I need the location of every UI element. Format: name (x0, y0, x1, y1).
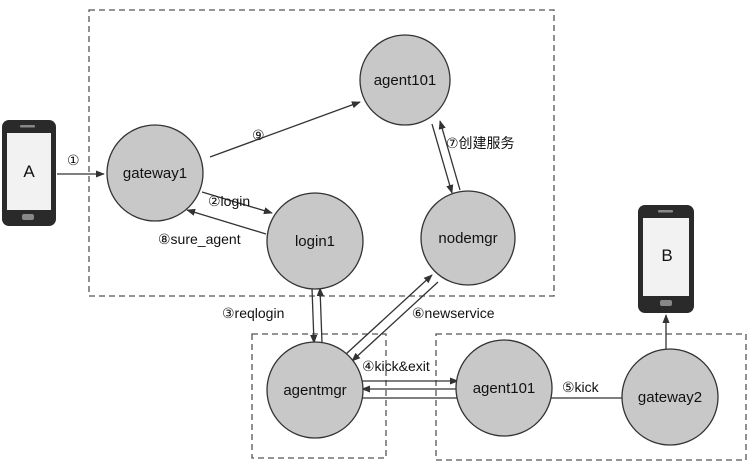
node-agent101-bottom-label: agent101 (473, 380, 536, 397)
edge-label-5: ⑤kick (562, 379, 600, 395)
edge-agentmgr-to-login1 (316, 287, 324, 344)
node-gateway1: gateway1 (106, 124, 204, 222)
edge-label-1: ① (67, 152, 80, 168)
node-agentmgr-label: agentmgr (283, 382, 346, 399)
node-agent101-top-label: agent101 (374, 72, 437, 89)
edge-agentmgr-to-nodemgr (345, 274, 433, 355)
group-box-gateway2 (435, 333, 747, 461)
edge-gateway1-to-login1 (201, 191, 273, 215)
edge-gateway1-to-agent101 (209, 101, 361, 158)
node-login1: login1 (266, 192, 364, 290)
phone-b-label: B (661, 246, 672, 265)
node-agentmgr: agentmgr (266, 341, 364, 439)
node-gateway1-label: gateway1 (123, 165, 187, 182)
group-box-agentmgr (251, 333, 387, 459)
edge-label-6: ⑥newservice (412, 305, 495, 321)
node-gateway2-label: gateway2 (638, 389, 702, 406)
edge-login1-to-gateway1 (186, 208, 267, 235)
edge-nodemgr-to-agentmgr (351, 281, 439, 362)
edge-label-4: ④kick&exit (362, 358, 430, 374)
phone-a-icon: A (2, 120, 56, 226)
edge-nodemgr-to-agent101 (438, 120, 461, 191)
edge-label-8: ⑧sure_agent (158, 231, 241, 247)
edge-label-9: ⑨ (252, 127, 265, 143)
edge-label-3: ③reqlogin (222, 305, 284, 321)
node-agent101-top: agent101 (359, 34, 451, 126)
phone-a-label: A (23, 162, 35, 181)
node-nodemgr: nodemgr (420, 190, 516, 286)
phone-b-icon: B (638, 205, 694, 313)
edge-label-7: ⑦创建服务 (446, 135, 515, 151)
node-login1-label: login1 (295, 233, 335, 250)
edge-agent101-to-nodemgr (431, 123, 454, 194)
edge-login1-to-agentmgr (310, 287, 318, 344)
node-nodemgr-label: nodemgr (438, 230, 497, 247)
node-gateway2: gateway2 (621, 348, 719, 446)
edge-label-2: ②login (208, 193, 250, 209)
node-agent101-bottom: agent101 (455, 339, 553, 437)
